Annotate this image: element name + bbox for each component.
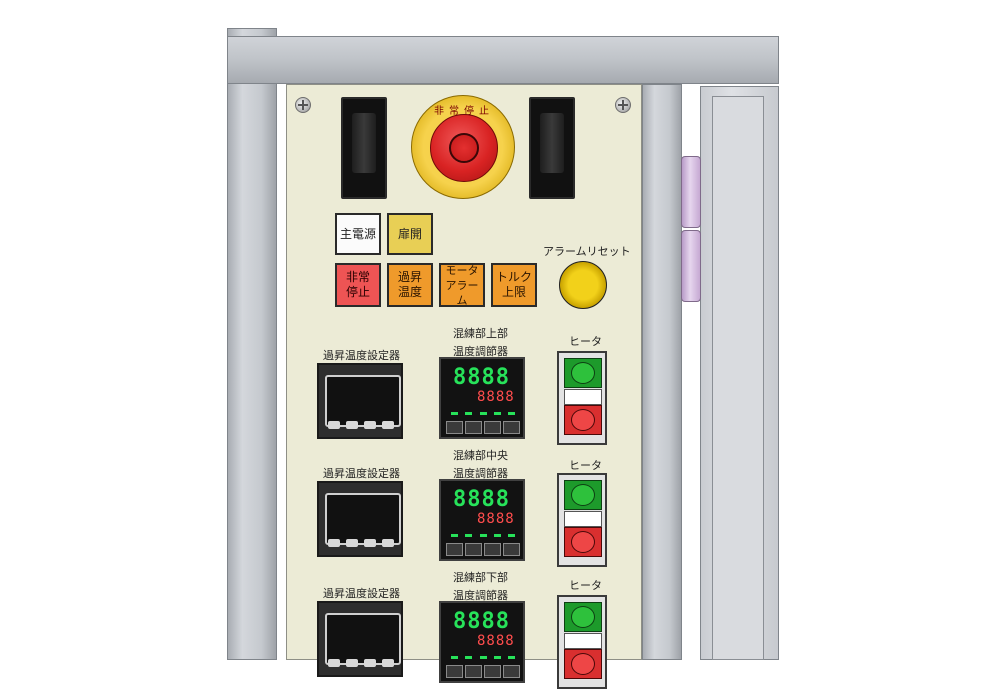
- lamp-over-temp: 過昇 温度: [387, 263, 433, 307]
- zone-1-ctrl-label-2: 温度調節器: [453, 345, 508, 358]
- panel-screw-top-right: [615, 97, 631, 113]
- alarm-reset-label: アラームリセット: [543, 245, 631, 258]
- zone-3-sv-display: 8888: [477, 633, 515, 649]
- zone-3-ctrl-label-2: 温度調節器: [453, 589, 508, 602]
- zone-2-heater-on-button[interactable]: [564, 480, 602, 510]
- key-selector-switch-right[interactable]: [529, 97, 575, 199]
- zone-3-heater-off-button[interactable]: [564, 649, 602, 679]
- cabinet-left-post: [227, 28, 277, 660]
- zone-2-over-temp-setter[interactable]: [317, 481, 403, 557]
- zone-1-temp-controller[interactable]: 8888 8888: [439, 357, 525, 439]
- cabinet-mid-post: [642, 84, 682, 660]
- zone-2-setter-label: 過昇温度設定器: [323, 467, 400, 480]
- zone-1-heater-switch[interactable]: [557, 351, 607, 445]
- zone-2-pv-display: 8888: [453, 487, 510, 512]
- zone-1-heater-label: ヒータ: [569, 335, 602, 348]
- alarm-reset-button[interactable]: [559, 261, 607, 309]
- estop-center: [449, 133, 479, 163]
- zone-1-over-temp-setter[interactable]: [317, 363, 403, 439]
- zone-3-heater-switch[interactable]: [557, 595, 607, 689]
- zone-2-ctrl-label-1: 混練部中央: [453, 449, 508, 462]
- lamp-motor-alarm-label: モータ アラーム: [445, 263, 479, 307]
- zone-3-pv-display: 8888: [453, 609, 510, 634]
- estop-ring-text: 非常停止: [434, 106, 494, 117]
- zone-1-heater-nameplate: [564, 389, 602, 405]
- zone-1-setter-label: 過昇温度設定器: [323, 349, 400, 362]
- lamp-emergency-stop-label: 非常 停止: [345, 270, 370, 299]
- zone-1-heater-on-button[interactable]: [564, 358, 602, 388]
- lamp-motor-alarm: モータ アラーム: [439, 263, 485, 307]
- lamp-door-open: 扉開: [387, 213, 433, 255]
- zone-3-temp-controller[interactable]: 8888 8888: [439, 601, 525, 683]
- panel-screw-top-left: [295, 97, 311, 113]
- lamp-torque-limit: トルク 上限: [491, 263, 537, 307]
- zone-2-ctrl-label-2: 温度調節器: [453, 467, 508, 480]
- lamp-door-open-label: 扉開: [397, 226, 422, 241]
- lamp-emergency-stop: 非常 停止: [335, 263, 381, 307]
- emergency-stop-base: 非常停止: [411, 95, 515, 199]
- lamp-main-power-label: 主電源: [339, 226, 376, 241]
- key-selector-switch-left[interactable]: [341, 97, 387, 199]
- control-panel-face: 非常停止 主電源 扉開 非常 停止 過昇 温度 モータ アラーム トルク 上限 …: [286, 84, 642, 689]
- zone-3-heater-label: ヒータ: [569, 579, 602, 592]
- zone-2-heater-switch[interactable]: [557, 473, 607, 567]
- lamp-over-temp-label: 過昇 温度: [397, 270, 422, 299]
- zone-1-sv-display: 8888: [477, 389, 515, 405]
- door-hinge-lower: [681, 230, 701, 302]
- zone-3-heater-on-button[interactable]: [564, 602, 602, 632]
- side-door-inner: [712, 96, 764, 660]
- cabinet-top-beam: [227, 36, 779, 84]
- zone-1-pv-display: 8888: [453, 365, 510, 390]
- zone-3-over-temp-setter[interactable]: [317, 601, 403, 677]
- lamp-main-power: 主電源: [335, 213, 381, 255]
- emergency-stop-button[interactable]: [430, 114, 498, 182]
- zone-1-heater-off-button[interactable]: [564, 405, 602, 435]
- zone-2-heater-off-button[interactable]: [564, 527, 602, 557]
- zone-2-sv-display: 8888: [477, 511, 515, 527]
- zone-1-ctrl-label-1: 混練部上部: [453, 327, 508, 340]
- door-hinge-upper: [681, 156, 701, 228]
- zone-3-heater-nameplate: [564, 633, 602, 649]
- zone-3-ctrl-label-1: 混練部下部: [453, 571, 508, 584]
- zone-3-setter-label: 過昇温度設定器: [323, 587, 400, 600]
- zone-2-heater-label: ヒータ: [569, 459, 602, 472]
- zone-2-temp-controller[interactable]: 8888 8888: [439, 479, 525, 561]
- lamp-torque-limit-label: トルク 上限: [495, 270, 532, 299]
- zone-2-heater-nameplate: [564, 511, 602, 527]
